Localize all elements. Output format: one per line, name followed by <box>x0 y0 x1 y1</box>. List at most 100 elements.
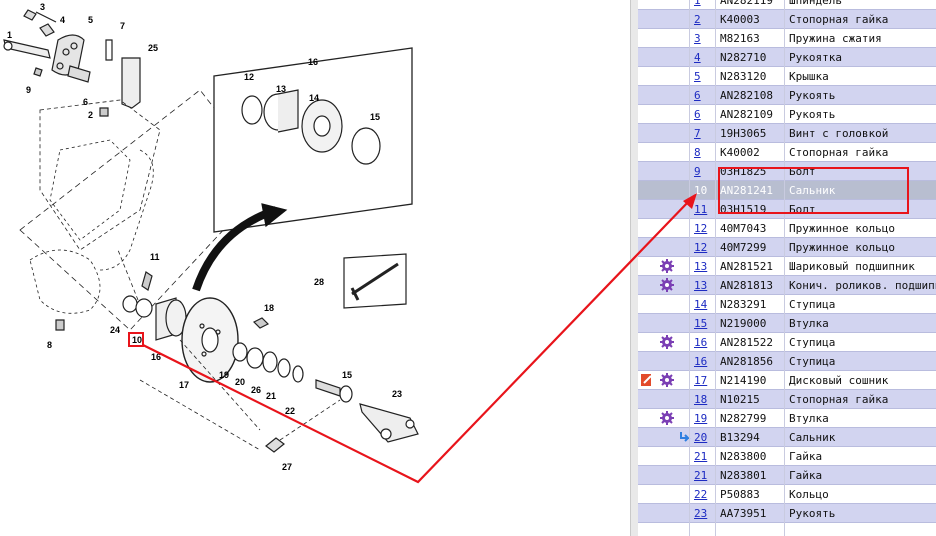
part-number-link[interactable]: 21 <box>694 469 708 482</box>
column-divider <box>784 276 785 295</box>
column-divider <box>715 143 716 162</box>
part-code: N283800 <box>720 450 767 463</box>
column-divider <box>689 466 690 485</box>
column-divider <box>715 466 716 485</box>
gear-icon <box>638 409 678 427</box>
part-code: AN281521 <box>720 260 773 273</box>
column-divider <box>715 219 716 238</box>
part-number-link[interactable]: 2 <box>694 13 701 26</box>
part-number-link[interactable]: 14 <box>694 298 708 311</box>
part-number-link[interactable]: 22 <box>694 488 708 501</box>
row-icon-slot <box>638 124 678 142</box>
column-divider <box>689 48 690 67</box>
part-number-link[interactable]: 23 <box>694 507 708 520</box>
part-number-link[interactable]: 5 <box>694 70 701 83</box>
part-number-link[interactable]: 6 <box>694 108 701 121</box>
column-divider <box>784 200 785 219</box>
part-number-link[interactable]: 6 <box>694 89 701 102</box>
parts-row[interactable] <box>638 523 936 536</box>
column-divider <box>689 447 690 466</box>
part-number-link[interactable]: 1 <box>694 0 701 7</box>
part-number-link[interactable]: 19 <box>694 412 708 425</box>
panel-splitter[interactable] <box>630 0 638 536</box>
callout-6: 6 <box>83 97 88 107</box>
column-divider <box>689 485 690 504</box>
part-number-link[interactable]: 16 <box>694 355 708 368</box>
part-number-link[interactable]: 12 <box>694 222 708 235</box>
part-number-link[interactable]: 20 <box>694 431 708 444</box>
column-divider <box>715 86 716 105</box>
column-divider <box>784 124 785 143</box>
part-code: 03H1825 <box>720 165 767 178</box>
part-number-link[interactable]: 11 <box>694 203 708 216</box>
part-code: AN282108 <box>720 89 773 102</box>
part-code: 40M7299 <box>720 241 767 254</box>
column-divider <box>715 504 716 523</box>
part-number-link[interactable]: 10 <box>694 184 708 197</box>
callout-14: 14 <box>309 93 319 103</box>
part-number-link[interactable]: 15 <box>694 317 708 330</box>
part-number-link[interactable]: 17 <box>694 374 708 387</box>
gear-icon <box>638 333 678 351</box>
row-icon-slot <box>638 485 678 503</box>
column-divider <box>784 238 785 257</box>
part-number-link[interactable]: 12 <box>694 241 708 254</box>
part-number-link[interactable]: 13 <box>694 260 708 273</box>
part-number-link[interactable]: 16 <box>694 336 708 349</box>
part-name: Стопорная гайка <box>789 13 889 26</box>
part-number-link[interactable]: 4 <box>694 51 701 64</box>
column-divider <box>715 257 716 276</box>
part-name: Пружина сжатия <box>789 32 882 45</box>
part-code: 40M7043 <box>720 222 767 235</box>
row-icon-slot <box>638 143 678 161</box>
part-number-link[interactable]: 3 <box>694 32 701 45</box>
column-divider <box>784 10 785 29</box>
column-divider <box>689 276 690 295</box>
column-divider <box>715 29 716 48</box>
column-divider <box>715 67 716 86</box>
part-number-link[interactable]: 7 <box>694 127 701 140</box>
column-divider <box>689 428 690 447</box>
column-divider <box>784 143 785 162</box>
column-divider <box>715 276 716 295</box>
column-divider <box>689 0 690 10</box>
part-name: Сальник <box>789 184 836 197</box>
callout-19: 19 <box>219 370 229 380</box>
column-divider <box>784 371 785 390</box>
part-number-link[interactable]: 9 <box>694 165 701 178</box>
part-number-link[interactable]: 18 <box>694 393 708 406</box>
part-number-link[interactable]: 13 <box>694 279 708 292</box>
part-number-link[interactable]: 21 <box>694 450 708 463</box>
callout-16-inset: 16 <box>308 57 318 67</box>
part-number-link[interactable]: 8 <box>694 146 701 159</box>
